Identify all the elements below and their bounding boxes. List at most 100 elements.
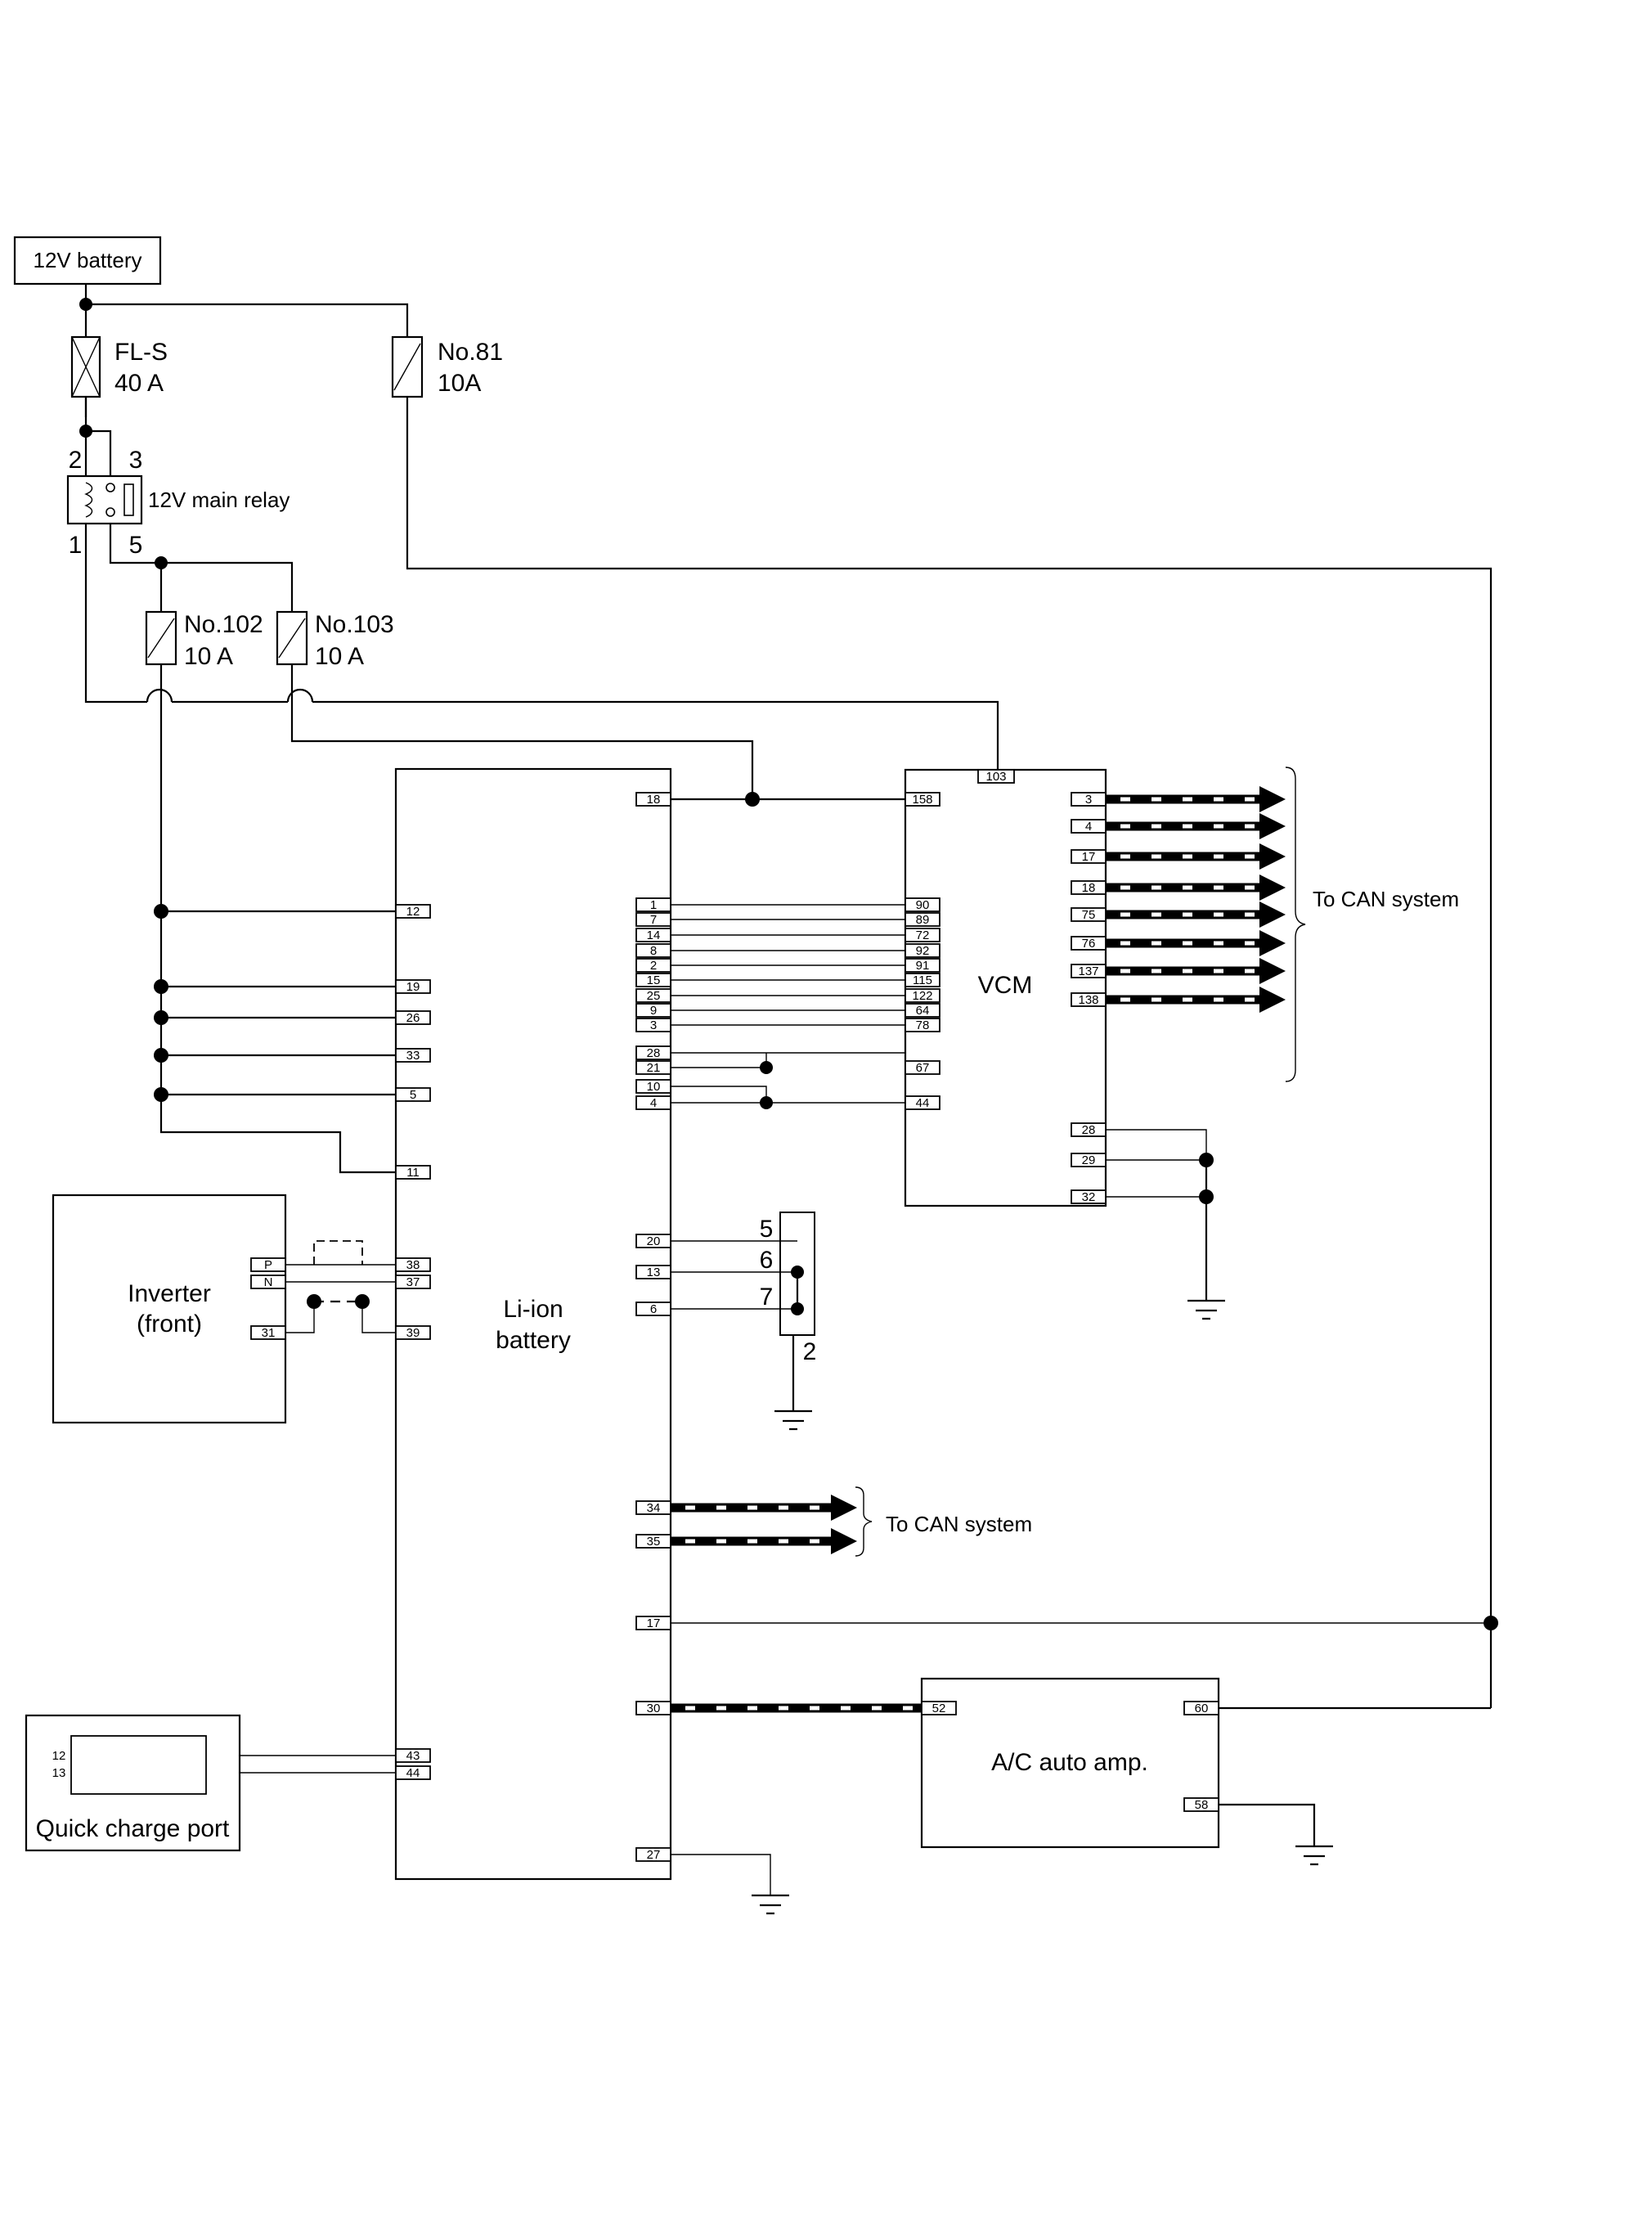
can-label-liion: To CAN system bbox=[886, 1512, 1032, 1536]
vcm-right-pin-28: 28 bbox=[1071, 1122, 1107, 1137]
liion-right-pin-8: 8 bbox=[635, 943, 671, 958]
svg-text:34: 34 bbox=[647, 1501, 661, 1515]
svg-text:15: 15 bbox=[647, 973, 661, 987]
svg-text:3: 3 bbox=[1085, 793, 1092, 807]
svg-text:89: 89 bbox=[916, 913, 930, 927]
liion-left-pin-19: 19 bbox=[395, 979, 431, 994]
liion-right-pin-21: 21 bbox=[635, 1060, 671, 1075]
svg-text:158: 158 bbox=[912, 793, 932, 807]
wire-hop bbox=[286, 688, 314, 703]
liion-right-pin-25: 25 bbox=[635, 988, 671, 1003]
can-line-liion-34 bbox=[671, 1495, 857, 1521]
fuse-fls-name: FL-S bbox=[114, 339, 168, 366]
ground-connector: 5 6 7 2 bbox=[760, 1212, 817, 1365]
svg-text:20: 20 bbox=[647, 1234, 661, 1248]
vcm-right-pin-17: 17 bbox=[1071, 849, 1107, 864]
connector-pins: 1219263351138373943441817148215259328211… bbox=[395, 769, 1107, 1862]
svg-text:72: 72 bbox=[916, 928, 930, 942]
inverter-pin-n: N bbox=[250, 1275, 286, 1289]
svg-text:60: 60 bbox=[1195, 1702, 1209, 1715]
svg-text:18: 18 bbox=[1082, 881, 1096, 895]
wire-hop bbox=[146, 688, 173, 703]
liion-label-line1: Li-ion bbox=[503, 1296, 563, 1323]
liion-right-pin-1: 1 bbox=[635, 897, 671, 912]
liion-right-pin-3: 3 bbox=[635, 1018, 671, 1032]
liion-right-pin-4: 4 bbox=[635, 1095, 671, 1110]
qcp-pin-13: 13 bbox=[52, 1766, 66, 1780]
svg-text:64: 64 bbox=[916, 1004, 930, 1018]
can-line-vcm-18 bbox=[1106, 874, 1286, 901]
vcm-right-pin-3: 3 bbox=[1071, 792, 1107, 807]
qcp-pin-12: 12 bbox=[52, 1749, 66, 1763]
can-line-vcm-3 bbox=[1106, 786, 1286, 812]
vcm-left-pin-122: 122 bbox=[905, 988, 940, 1003]
svg-text:P: P bbox=[264, 1258, 272, 1272]
vcm-right-pin-4: 4 bbox=[1071, 819, 1107, 834]
liion-right-pin-7: 7 bbox=[635, 912, 671, 927]
svg-text:14: 14 bbox=[647, 928, 661, 942]
svg-text:N: N bbox=[264, 1275, 273, 1289]
relay-pin-1: 1 bbox=[69, 532, 83, 559]
vcm-top-pin-103: 103 bbox=[977, 769, 1015, 784]
liion-left-pin-39: 39 bbox=[395, 1325, 431, 1340]
ac-auto-amp: A/C auto amp. 52 60 58 bbox=[920, 1677, 1220, 1849]
vcm-right-pin-75: 75 bbox=[1071, 907, 1107, 922]
svg-text:92: 92 bbox=[916, 944, 930, 958]
svg-text:28: 28 bbox=[647, 1046, 661, 1060]
svg-text:44: 44 bbox=[406, 1766, 420, 1780]
svg-text:78: 78 bbox=[916, 1018, 930, 1032]
svg-text:35: 35 bbox=[647, 1535, 661, 1549]
vcm-right-pin-138: 138 bbox=[1071, 992, 1107, 1007]
vcm-right-pin-32: 32 bbox=[1071, 1189, 1107, 1204]
liion-right-pin-2: 2 bbox=[635, 958, 671, 973]
fuse-81-rating: 10A bbox=[438, 370, 481, 397]
quick-charge-port-label: Quick charge port bbox=[36, 1815, 230, 1842]
svg-text:76: 76 bbox=[1082, 937, 1096, 951]
fuse-103: No.103 10 A bbox=[276, 610, 394, 670]
liion-right-pin-20: 20 bbox=[635, 1234, 671, 1248]
svg-text:43: 43 bbox=[406, 1749, 420, 1763]
inverter-label-line1: Inverter bbox=[128, 1280, 211, 1307]
liion-label-line2: battery bbox=[496, 1327, 571, 1354]
can-brace-vcm: To CAN system bbox=[1285, 767, 1459, 1082]
vcm-left-pin-92: 92 bbox=[905, 943, 940, 958]
svg-text:90: 90 bbox=[916, 898, 930, 912]
svg-text:4: 4 bbox=[1085, 820, 1092, 834]
fuse-fls-rating: 40 A bbox=[114, 370, 164, 397]
ac-pin-52: 52 bbox=[921, 1701, 957, 1715]
vcm-left-pin-44: 44 bbox=[905, 1095, 940, 1110]
svg-text:75: 75 bbox=[1082, 908, 1096, 922]
svg-text:6: 6 bbox=[650, 1302, 657, 1316]
vcm-left-pin-91: 91 bbox=[905, 958, 940, 973]
svg-text:21: 21 bbox=[647, 1061, 661, 1075]
inverter-front: Inverter (front) P N 31 bbox=[52, 1194, 287, 1424]
svg-text:2: 2 bbox=[650, 959, 657, 973]
svg-text:18: 18 bbox=[647, 793, 661, 807]
battery-12v: 12V battery bbox=[13, 236, 162, 285]
can-label-vcm: To CAN system bbox=[1313, 887, 1459, 911]
svg-text:19: 19 bbox=[406, 980, 420, 994]
svg-text:17: 17 bbox=[647, 1616, 661, 1630]
vcm-right-pin-137: 137 bbox=[1071, 964, 1107, 978]
svg-text:122: 122 bbox=[912, 989, 932, 1003]
liion-left-pin-43: 43 bbox=[395, 1748, 431, 1763]
liion-right-pin-9: 9 bbox=[635, 1003, 671, 1018]
relay-pin-5: 5 bbox=[129, 532, 143, 559]
svg-text:1: 1 bbox=[650, 898, 657, 912]
svg-text:30: 30 bbox=[647, 1702, 661, 1715]
fuse-81-name: No.81 bbox=[438, 339, 503, 366]
svg-text:17: 17 bbox=[1082, 850, 1096, 864]
inverter-pin-31: 31 bbox=[250, 1325, 286, 1340]
liion-left-pin-44: 44 bbox=[395, 1765, 431, 1780]
can-line-vcm-75 bbox=[1106, 901, 1286, 928]
can-line-liion-35 bbox=[671, 1528, 857, 1554]
svg-text:115: 115 bbox=[913, 973, 932, 987]
liion-right-pin-10: 10 bbox=[635, 1079, 671, 1094]
can-line-vcm-137 bbox=[1106, 958, 1286, 984]
vcm-left-pin-115: 115 bbox=[905, 973, 940, 987]
fuse-102-name: No.102 bbox=[184, 611, 263, 638]
svg-text:58: 58 bbox=[1195, 1798, 1209, 1812]
connector-pin-2: 2 bbox=[803, 1338, 817, 1365]
fuse-102: No.102 10 A bbox=[145, 610, 263, 670]
